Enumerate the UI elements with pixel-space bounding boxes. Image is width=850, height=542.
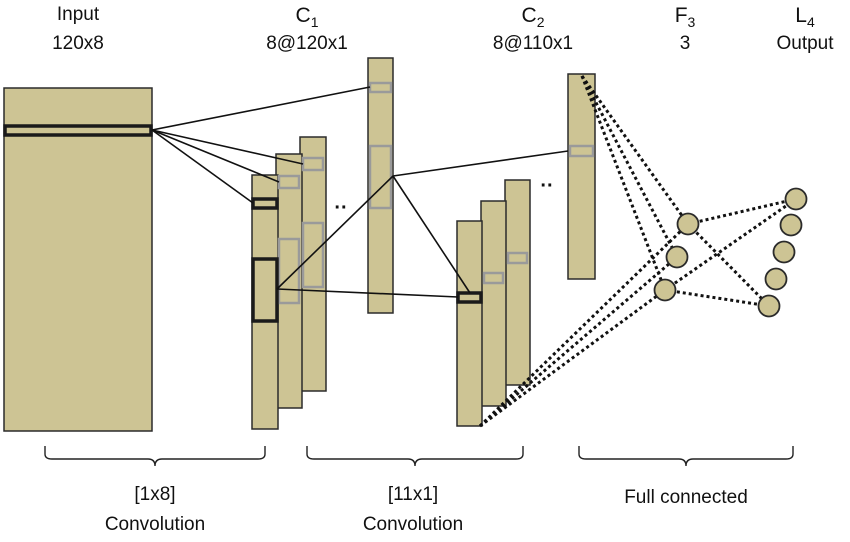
header-input-size: 120x8 <box>52 33 104 54</box>
input-matrix <box>3 87 153 432</box>
c2-feature-map-front <box>456 220 483 427</box>
dot-c2-bottom-to-f3-1 <box>478 222 690 428</box>
l4-neuron <box>784 187 808 211</box>
l4-neuron <box>772 240 796 264</box>
header-f3-size: 3 <box>680 33 691 54</box>
f3-neuron <box>676 212 700 236</box>
stage-conv1-name: Convolution <box>105 514 205 535</box>
f3-neuron <box>653 278 677 302</box>
header-c1-sub: 1 <box>311 14 319 30</box>
header-c2-sub: 2 <box>537 14 545 30</box>
conn-c1-field-to-c1-last <box>276 175 394 290</box>
brace-full <box>578 446 794 467</box>
dot-c2-bottom-to-f3-3 <box>479 288 666 428</box>
full-connections <box>478 75 797 428</box>
conn-input-to-c1-middle <box>151 129 280 183</box>
l4-neuron <box>764 267 788 291</box>
c1-front-receptive-field <box>251 257 279 323</box>
dot-c2-top-to-f3-3 <box>580 75 667 291</box>
svg-text:C2: C2 <box>522 4 545 30</box>
c1-ellipsis: ·· <box>334 197 347 219</box>
c2-middle-unit <box>482 271 505 285</box>
header-c2-size: 8@110x1 <box>493 33 573 54</box>
c2-feature-map-back <box>504 179 531 386</box>
header-l4-symbol: L <box>795 4 807 27</box>
conn-input-to-c1-back <box>151 129 304 165</box>
header-l4-sub: 4 <box>807 14 815 30</box>
c2-last-unit <box>568 144 595 158</box>
header-f3-symbol: F <box>675 4 688 27</box>
stage-conv2-kernel: [11x1] <box>388 484 438 505</box>
dot-c2-top-to-f3-1 <box>580 75 690 225</box>
f3-neuron <box>665 245 689 269</box>
c1-feature-map-middle <box>275 153 303 409</box>
l4-neuron <box>757 294 781 318</box>
svg-text:F3: F3 <box>675 4 696 30</box>
c1-back-large-patch <box>301 221 325 289</box>
header-c2: C2 8@110x1 <box>493 4 573 54</box>
c2-feature-map-last <box>567 73 596 280</box>
header-l4-size: Output <box>776 33 834 54</box>
c1-middle-large-patch <box>277 237 301 305</box>
header-c2-symbol: C <box>522 4 537 27</box>
conn-c1-last-to-c2-front <box>392 175 471 294</box>
header-input: Input 120x8 <box>52 4 104 54</box>
header-input-name: Input <box>57 4 100 25</box>
svg-text:L4: L4 <box>795 4 815 30</box>
header-f3: F3 3 <box>675 4 696 54</box>
conn-input-to-c1-last <box>151 86 371 131</box>
header-l4: L4 Output <box>776 4 834 54</box>
header-c1-size: 8@120x1 <box>266 33 348 54</box>
dot-c2-top-to-f3-2 <box>580 75 679 258</box>
dot-f3-1-to-l4-top <box>687 197 797 226</box>
header-f3-sub: 3 <box>688 14 696 30</box>
c2-ellipsis: ·· <box>540 175 553 197</box>
conn-c1-last-to-c2-last <box>392 150 569 177</box>
l4-neuron <box>779 213 803 237</box>
stage-conv2-name: Convolution <box>363 514 463 535</box>
dot-f3-3-to-l4-top <box>664 197 797 292</box>
svg-text:C1: C1 <box>296 4 319 30</box>
c1-front-unit <box>251 197 279 210</box>
header-c1: C1 8@120x1 <box>266 4 348 54</box>
stage-full-name: Full connected <box>624 487 748 508</box>
dot-c2-bottom-to-f3-2 <box>479 255 678 428</box>
header-c1-symbol: C <box>296 4 311 27</box>
c2-feature-map-middle <box>480 200 507 407</box>
dot-f3-3-to-l4-bottom <box>664 288 770 308</box>
dot-f3-1-to-l4-bottom <box>686 222 771 308</box>
input-row-filter <box>3 124 153 137</box>
c2-back-unit <box>506 251 529 265</box>
conn-c1-field-to-c2-front <box>276 288 459 298</box>
c1-feature-map-last <box>367 57 394 314</box>
conn-input-to-c1-front <box>151 129 254 204</box>
brace-conv2 <box>306 446 524 467</box>
conv-connections <box>151 86 569 298</box>
brace-conv1 <box>44 446 266 467</box>
stage-conv1-kernel: [1x8] <box>134 484 175 505</box>
c1-feature-map-front <box>251 174 279 430</box>
